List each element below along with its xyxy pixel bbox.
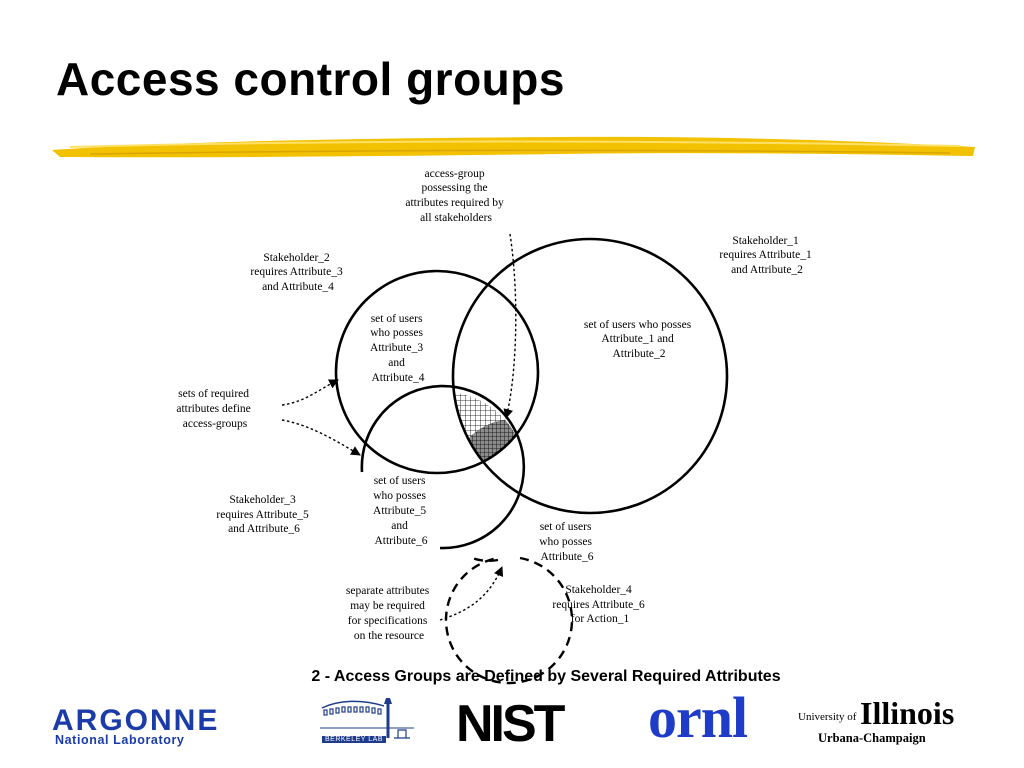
argonne-logo-subtitle: National Laboratory [55,733,185,747]
title-underline-brush [52,136,975,158]
venn-diagram: access-group possessing the attributes r… [176,168,814,685]
label-stakeholder-1: Stakeholder_1 requires Attribute_1 and A… [719,235,814,276]
label-stakeholder-3: Stakeholder_3 requires Attribute_5 and A… [216,494,311,535]
berkeley-lab-logo [320,698,414,739]
arrow-required-sets-upper [281,379,339,406]
argonne-logo: ARGONNE [52,704,220,737]
arrow-separate [439,566,504,621]
stakeholder-3-circle [360,384,526,550]
figure-caption: 2 - Access Groups are Defined by Several… [311,668,781,685]
label-required-sets: sets of required attributes define acces… [176,388,253,430]
berkeley-lab-label: BERKELEY LAB [322,736,387,743]
label-set-3: set of users who posses Attribute_5 and … [373,475,429,547]
label-set-1: set of users who posses Attribute_1 and … [584,319,694,360]
label-stakeholder-2: Stakeholder_2 requires Attribute_3 and A… [250,252,345,293]
ornl-logo: ornl [648,685,748,750]
label-top-group: access-group possessing the attributes r… [405,168,506,224]
label-set-4: set of users who posses Attribute_6 [539,521,595,563]
stakeholder-4-circle [444,556,574,685]
illinois-logo: Illinois [860,695,955,731]
arrow-required-sets-lower [281,419,361,456]
stakeholder-1-circle [451,237,729,515]
nist-logo: NIST [456,695,565,753]
label-set-2: set of users who posses Attribute_3 and … [370,313,426,384]
slide-title: Access control groups [56,53,565,105]
label-stakeholder-4: Stakeholder_4 requires Attribute_6 for A… [552,584,647,625]
label-separate: separate attributes may be required for … [346,585,432,642]
illinois-logo-subtitle: Urbana-Champaign [818,731,926,745]
illinois-logo-prefix: University of [798,711,857,723]
stakeholder-2-circle [334,269,540,475]
